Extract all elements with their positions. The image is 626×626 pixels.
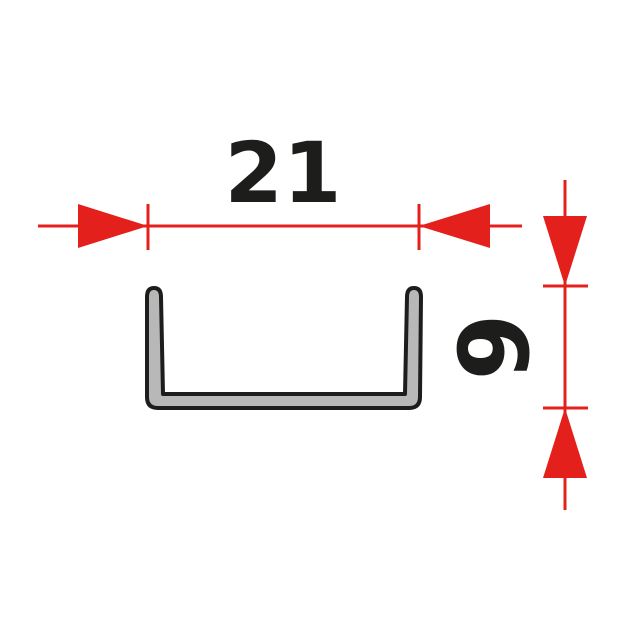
- width-dimension: 21: [38, 124, 522, 250]
- height-arrow-bottom-icon: [543, 408, 587, 478]
- width-arrow-left-icon: [78, 204, 148, 248]
- width-arrow-right-icon: [419, 204, 490, 248]
- height-dimension: 9: [439, 180, 588, 510]
- width-dimension-label: 21: [225, 124, 342, 222]
- height-arrow-top-icon: [543, 216, 587, 286]
- height-dimension-label: 9: [439, 314, 551, 381]
- u-channel-profile: [145, 286, 423, 410]
